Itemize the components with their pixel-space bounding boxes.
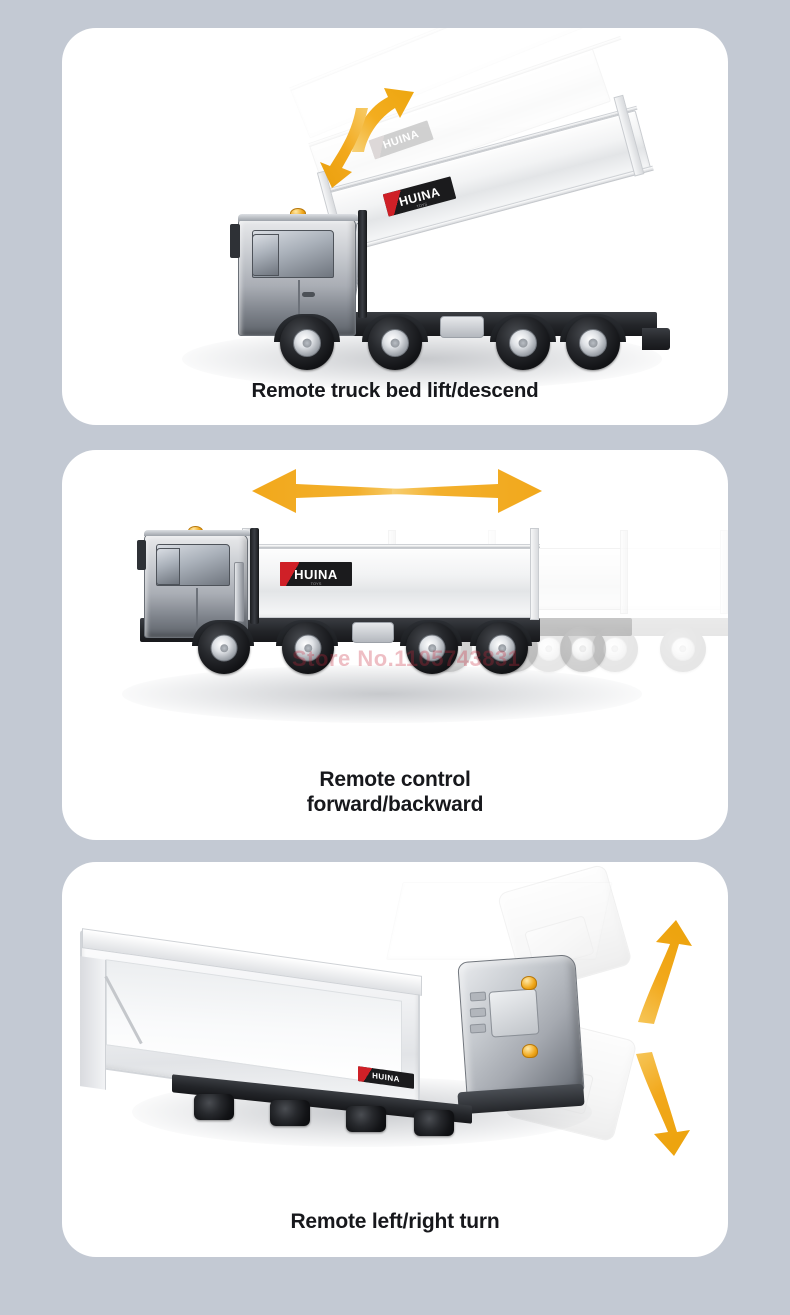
roof-beacon-light-1 xyxy=(521,976,537,990)
feature-card-forward-backward: HUINA TOYS xyxy=(62,450,728,840)
wheel-hub xyxy=(488,634,516,662)
cab-mirror-arm xyxy=(230,224,240,258)
brand-badge-text: HUINA xyxy=(294,566,338,582)
brand-badge-sub: TOYS xyxy=(310,581,322,586)
cab-roof-rib-3 xyxy=(469,1023,487,1034)
wheel-hub xyxy=(381,329,409,357)
cab-door-window-small xyxy=(156,548,180,585)
arrow-left-icon xyxy=(252,469,402,513)
cab-roof-deflector xyxy=(238,214,358,221)
brand-badge-main: HUINA TOYS xyxy=(280,562,352,586)
wheel-hub xyxy=(418,634,446,662)
wheel-3 xyxy=(346,1106,386,1132)
wheel-hub xyxy=(294,634,322,662)
wheel-1 xyxy=(280,316,334,370)
cab-roof-rib-2 xyxy=(469,1007,487,1018)
wheel-hub xyxy=(579,329,607,357)
feature-card-left-right-turn: HUINA xyxy=(62,862,728,1257)
panel-2-caption: Remote control forward/backward xyxy=(306,768,484,817)
fuel-tank xyxy=(352,622,394,643)
hydraulic-ram xyxy=(234,562,244,622)
cab-roof-hatch xyxy=(488,988,540,1038)
curved-arrow-up-icon xyxy=(352,88,414,152)
panel-3-stage: HUINA xyxy=(62,862,728,1257)
cab-door-line xyxy=(298,280,300,334)
cab-door-line xyxy=(196,588,198,634)
cab-door-window-small xyxy=(252,234,279,276)
wheel-4 xyxy=(414,1110,454,1136)
bed-top-rail xyxy=(244,544,540,548)
ground-shadow xyxy=(122,665,642,723)
wheel-4 xyxy=(566,316,620,370)
wheel-2 xyxy=(282,622,334,674)
panel-1-caption: Remote truck bed lift/descend xyxy=(251,378,539,402)
cab-door-handle xyxy=(302,292,315,297)
brand-badge-text: HUINA xyxy=(372,1071,400,1084)
roof-beacon-light-2 xyxy=(522,1044,538,1058)
bed-left-wall xyxy=(80,956,106,1090)
curved-arrow-down-icon xyxy=(636,1052,690,1156)
wheel-2 xyxy=(270,1100,310,1126)
curved-arrow-down-icon xyxy=(320,108,368,188)
wheel-2 xyxy=(368,316,422,370)
cab-roof-rib-1 xyxy=(469,991,487,1002)
arrow-right-icon xyxy=(392,469,542,513)
exhaust-stack xyxy=(358,210,367,318)
wheel-hub xyxy=(293,329,321,357)
wheel-hub xyxy=(509,329,537,357)
panel-1-stage: HUINA HUINA TOYS xyxy=(62,28,728,425)
feature-card-bed-lift: HUINA HUINA TOYS xyxy=(62,28,728,425)
fuel-tank xyxy=(440,316,484,338)
cab-roof-deflector xyxy=(144,530,250,536)
wheel-1 xyxy=(194,1094,234,1120)
wheel-4 xyxy=(476,622,528,674)
bed-rear-post xyxy=(530,528,539,620)
rear-bumper xyxy=(642,328,670,350)
wheel-3 xyxy=(406,622,458,674)
curved-arrow-up-icon xyxy=(638,920,692,1024)
exhaust-stack xyxy=(250,528,259,624)
wheel-1 xyxy=(198,622,250,674)
panel-3-caption: Remote left/right turn xyxy=(290,1210,500,1234)
wheel-hub xyxy=(210,634,238,662)
cab-mirror-arm xyxy=(137,540,146,570)
wheel-3 xyxy=(496,316,550,370)
